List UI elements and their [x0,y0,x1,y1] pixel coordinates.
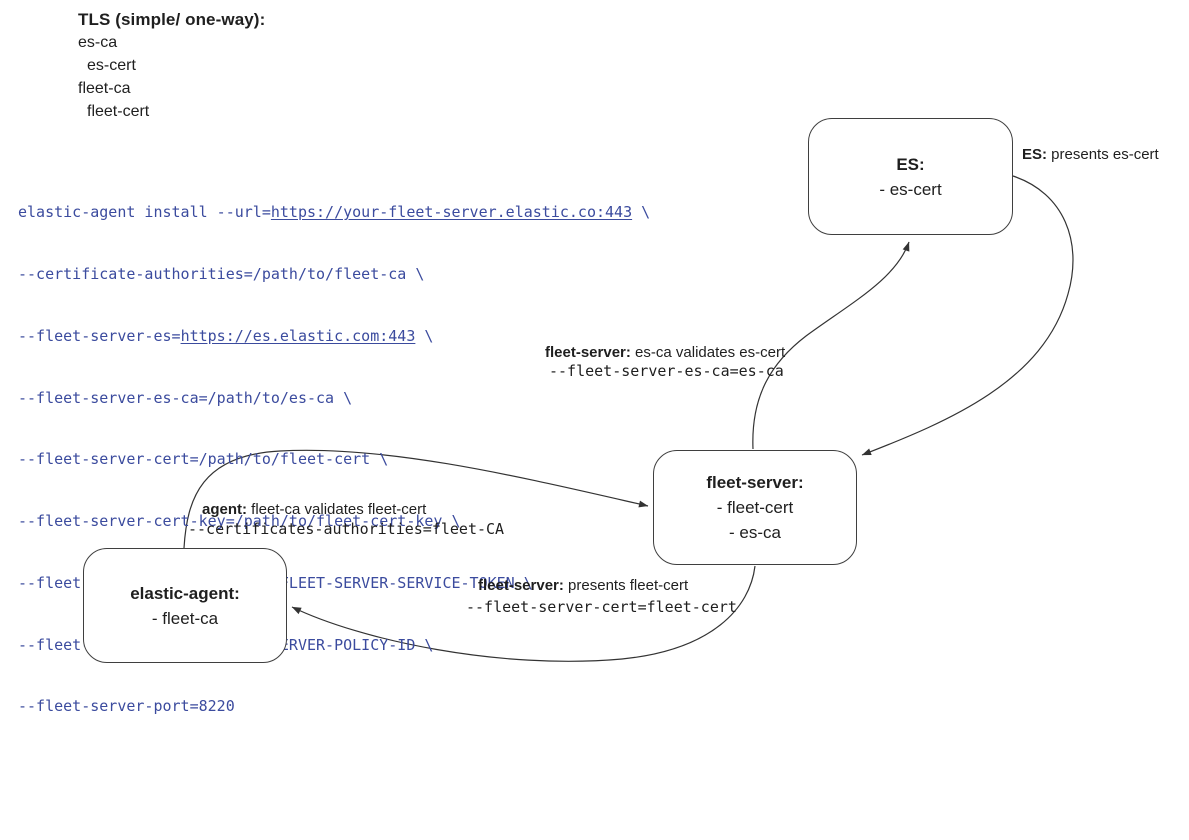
code-text: --fleet-server-es-ca=/path/to/es-ca \ [18,388,353,407]
edge-fleet-to-es-arrow [752,241,910,450]
code-text: --certificate-authorities=/path/to/fleet… [18,264,425,283]
edge-label-text: fleet-server: presents fleet-cert [478,577,737,595]
edge-label-rest: es-ca validates es-cert [630,344,786,361]
edge-label-text: fleet-server: es-ca validates es-cert [545,344,785,362]
node-fleet-server-title: fleet-server: [706,473,804,492]
edge-label-rest: fleet-ca validates fleet-cert [247,501,427,518]
edge-label-text: ES: presents es-cert [1022,146,1159,164]
edge-fleet-to-agent-arrow [291,565,756,662]
code-text: elastic-agent install --url= [18,203,271,222]
title-item-fleet-ca: fleet-ca [78,80,131,97]
node-elastic-agent-item: - fleet-ca [151,608,219,628]
edge-label-fleet-validates-es-cert: fleet-server: es-ca validates es-cert --… [545,344,785,380]
edge-label-flag: --fleet-server-cert=fleet-cert [466,598,737,616]
code-text: \ [632,203,651,222]
edge-label-bold: fleet-server: [545,344,631,361]
code-line: --fleet-server-es-ca=/path/to/es-ca \ [18,388,650,409]
edge-label-bold: agent: [202,501,247,518]
node-es-title: ES: [896,154,925,174]
code-line: --certificate-authorities=/path/to/fleet… [18,264,650,285]
edge-label-es-presents: ES: presents es-cert [1022,146,1159,164]
code-text: \ [415,326,434,345]
code-line: elastic-agent install --url=https://your… [18,202,650,223]
code-line: --fleet-server-es=https://es.elastic.com… [18,326,650,347]
title-item-es-ca: es-ca [78,34,118,51]
edge-label-flag: --certificates-authorities=fleet-CA [188,520,505,538]
edge-label-bold: ES: [1022,146,1048,163]
code-text: --fleet-server-cert=/path/to/fleet-cert … [18,450,389,469]
install-command-block: elastic-agent install --url=https://your… [18,161,650,758]
edge-label-fleet-presents-fleet-cert: fleet-server: presents fleet-cert --flee… [466,577,737,616]
edge-label-flag: --fleet-server-es-ca=es-ca [549,362,784,380]
node-fleet-server-item: - es-ca [729,523,781,542]
edge-label-text: agent: fleet-ca validates fleet-cert [202,501,504,519]
node-elastic-agent: elastic-agent: - fleet-ca [83,548,287,663]
code-text: --fleet-server-port=8220 [18,697,235,716]
node-es-item: - es-cert [879,179,942,199]
node-elastic-agent-title: elastic-agent: [130,583,240,603]
edge-agent-to-fleet-arrow [183,449,649,549]
edge-label-agent-validates-fleet-cert: agent: fleet-ca validates fleet-cert --c… [188,501,504,538]
code-line: --fleet-server-cert=/path/to/fleet-cert … [18,449,650,470]
node-fleet-server-item: - fleet-cert [716,498,794,517]
code-line: --fleet-server-port=8220 [18,696,650,717]
tls-title-block: TLS (simple/ one-way): es-ca es-cert fle… [78,8,265,123]
title-item-es-cert: es-cert [87,57,136,74]
code-text: --fleet-server-es= [18,326,181,345]
node-es: ES: - es-cert [808,118,1013,235]
node-fleet-server: fleet-server: - fleet-cert - es-ca [653,450,857,565]
edge-label-bold: fleet-server: [478,577,564,594]
diagram-title: TLS (simple/ one-way): [78,10,266,29]
edge-label-rest: presents es-cert [1047,146,1159,163]
edge-es-to-fleet-arrow [861,175,1074,456]
edge-label-rest: presents fleet-cert [563,577,689,594]
es-url-link[interactable]: https://es.elastic.com:443 [180,326,416,345]
code-text: --fleet-server-cert-key=/path/to/fleet-c… [18,512,461,531]
title-item-fleet-cert: fleet-cert [87,103,150,120]
code-line: --fleet-server-cert-key=/path/to/fleet-c… [18,511,650,532]
fleet-server-url-link[interactable]: https://your-fleet-server.elastic.co:443 [270,203,633,222]
